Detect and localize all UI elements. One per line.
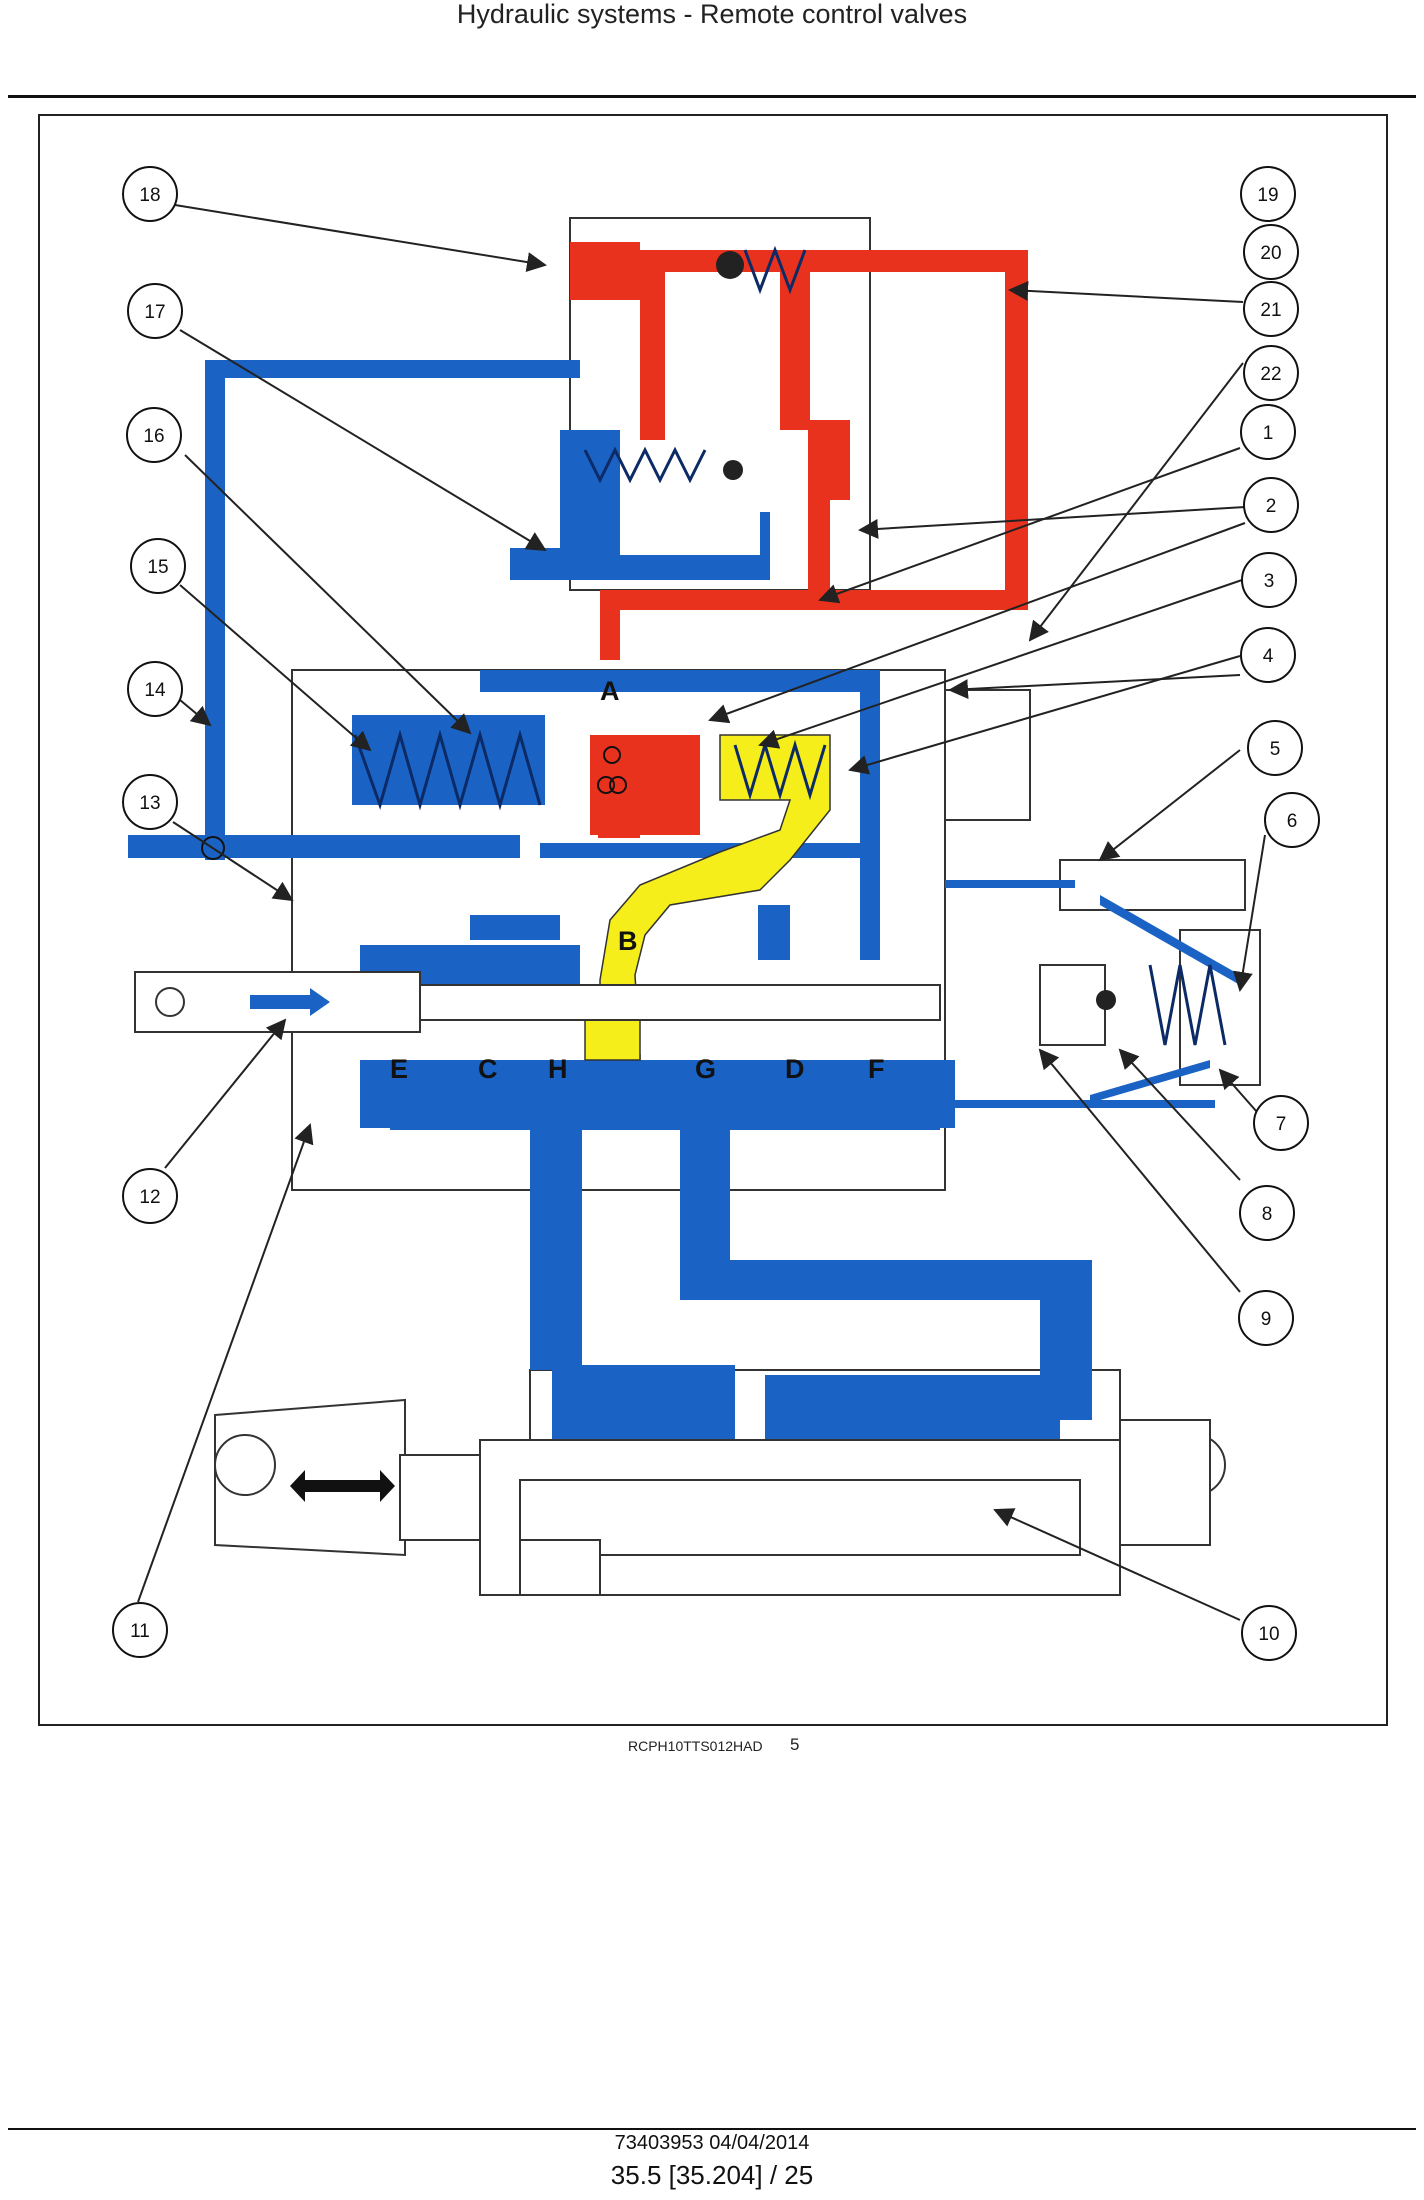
port-label-c: C	[478, 1054, 498, 1084]
callout-13: 13	[122, 774, 178, 830]
callout-20: 20	[1243, 224, 1299, 280]
port-label-a: A	[600, 676, 620, 706]
callout-16: 16	[126, 407, 182, 463]
callout-1: 1	[1240, 404, 1296, 460]
callout-3: 3	[1241, 552, 1297, 608]
cylinder-motion-arrow	[290, 1470, 395, 1502]
callout-5: 5	[1247, 720, 1303, 776]
callout-18: 18	[122, 166, 178, 222]
svg-text:14: 14	[144, 680, 166, 701]
callout-17: 17	[127, 283, 183, 339]
callout-8: 8	[1239, 1185, 1295, 1241]
svg-text:20: 20	[1260, 243, 1281, 264]
svg-text:10: 10	[1258, 1624, 1279, 1645]
callout-4: 4	[1240, 627, 1296, 683]
callouts: 18 17 16 15 14 13 12 11 19 20 21 22 1 2 …	[112, 166, 1320, 1661]
callout-21: 21	[1243, 281, 1299, 337]
svg-text:4: 4	[1263, 646, 1274, 667]
callout-10: 10	[1241, 1605, 1297, 1661]
port-label-h: H	[548, 1054, 568, 1084]
svg-text:1: 1	[1263, 423, 1274, 444]
svg-text:8: 8	[1262, 1204, 1273, 1225]
svg-text:11: 11	[130, 1621, 150, 1642]
callout-6: 6	[1264, 792, 1320, 848]
callout-22: 22	[1243, 345, 1299, 401]
footer-rule	[8, 2128, 1416, 2130]
port-label-d: D	[785, 1054, 805, 1084]
spool-flow-arrow	[250, 988, 330, 1016]
callout-9: 9	[1238, 1290, 1294, 1346]
svg-text:13: 13	[139, 793, 160, 814]
callout-7: 7	[1253, 1095, 1309, 1151]
leader-lines	[137, 204, 1266, 1621]
svg-text:3: 3	[1264, 571, 1275, 592]
page-header-title: Hydraulic systems - Remote control valve…	[456, 0, 968, 29]
port-label-b: B	[618, 926, 638, 956]
callout-12: 12	[122, 1168, 178, 1224]
svg-text:16: 16	[143, 426, 164, 447]
svg-text:15: 15	[147, 557, 168, 578]
svg-text:17: 17	[144, 302, 165, 323]
circle-ports	[597, 746, 627, 794]
callout-2: 2	[1243, 477, 1299, 533]
figure-frame	[38, 114, 1388, 1726]
springs	[353, 245, 1227, 1046]
svg-text:22: 22	[1260, 364, 1281, 385]
hydraulic-cylinder	[214, 1398, 1226, 1596]
port-label-g: G	[695, 1054, 716, 1084]
port-label-e: E	[390, 1054, 408, 1084]
svg-text:6: 6	[1287, 811, 1298, 832]
check-balls	[201, 251, 1116, 1010]
header-rule	[8, 95, 1416, 98]
port-label-f: F	[868, 1054, 885, 1084]
svg-text:9: 9	[1261, 1309, 1272, 1330]
figure-number: 5	[790, 1735, 800, 1754]
callout-19: 19	[1240, 166, 1296, 222]
svg-text:2: 2	[1266, 496, 1277, 517]
return-passages	[128, 360, 1240, 1480]
svg-text:19: 19	[1257, 185, 1278, 206]
footer-page-ref: 35.5 [35.204] / 25	[610, 2160, 814, 2190]
pressure-passages	[570, 242, 1028, 838]
svg-text:21: 21	[1260, 300, 1281, 321]
figure-caption-code: RCPH10TTS012HAD	[628, 1738, 763, 1754]
callout-14: 14	[127, 661, 183, 717]
svg-text:5: 5	[1270, 739, 1281, 760]
svg-text:18: 18	[139, 185, 160, 206]
trapped-passage	[584, 734, 831, 1061]
svg-text:7: 7	[1276, 1114, 1287, 1135]
callout-11: 11	[112, 1602, 168, 1658]
footer-doc-ref: 73403953 04/04/2014	[614, 2132, 810, 2154]
callout-15: 15	[130, 538, 186, 594]
svg-text:12: 12	[139, 1187, 160, 1208]
